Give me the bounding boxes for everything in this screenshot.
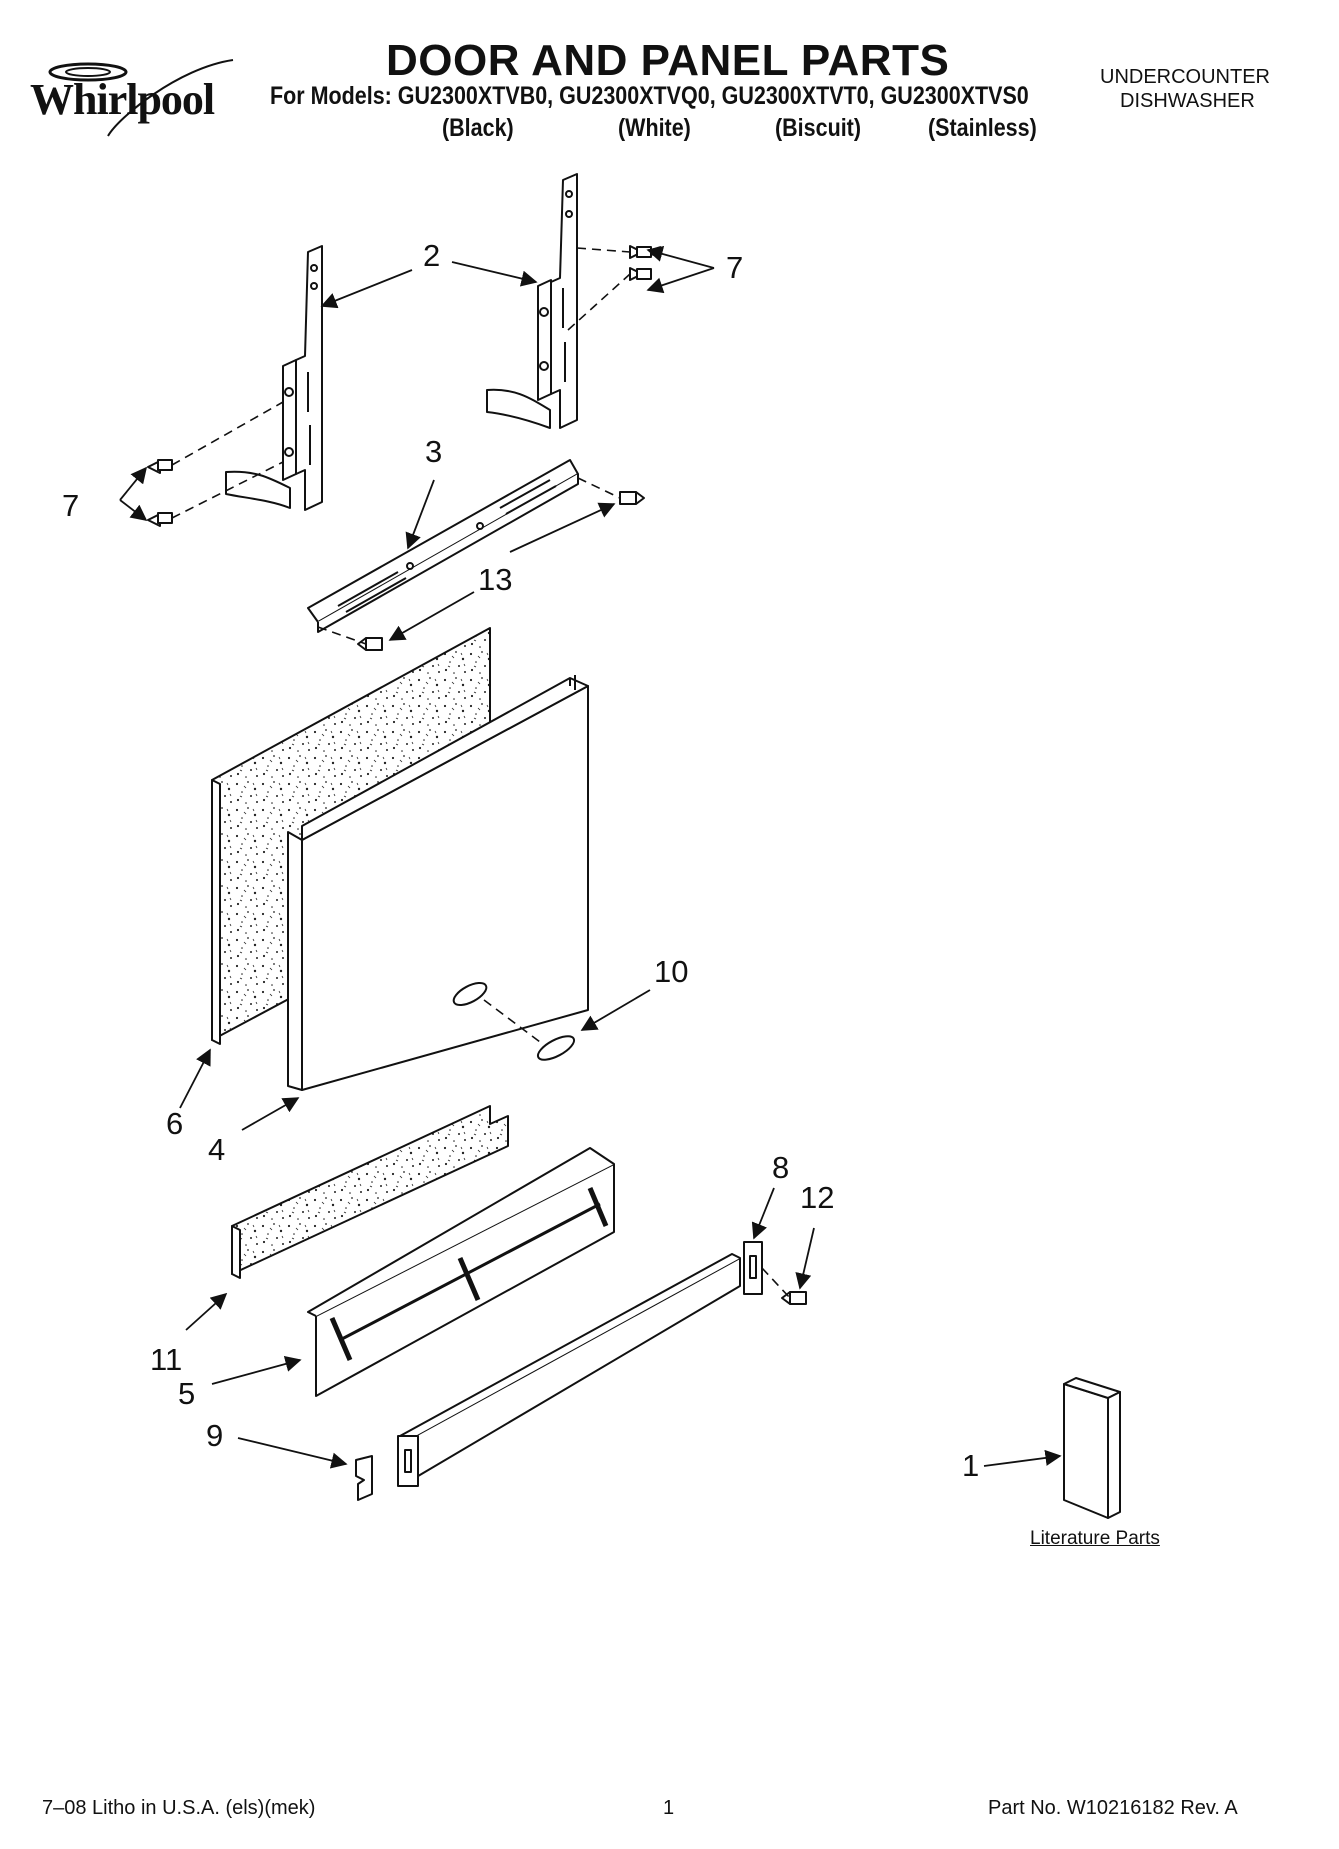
toe-insulation-strip (231, 1105, 509, 1279)
screw-7-left-lower (147, 512, 173, 527)
callout-1: 1 (962, 1448, 980, 1483)
appliance-type-line2: DISHWASHER (1120, 90, 1255, 112)
models-line: For Models: GU2300XTVB0, GU2300XTVQ0, GU… (270, 82, 1029, 110)
callout-6: 6 (166, 1106, 184, 1141)
footer-litho: 7–08 Litho in U.S.A. (els)(mek) (42, 1797, 316, 1819)
whirlpool-swoosh-logo (48, 59, 234, 137)
color-black: (Black) (442, 114, 514, 142)
callout-7-right: 7 (726, 250, 744, 285)
callout-12: 12 (800, 1180, 835, 1215)
screw-13-right (619, 491, 645, 505)
page-number: 1 (663, 1797, 675, 1819)
door-label-oval (536, 1035, 576, 1061)
screw-7-right-lower (629, 267, 652, 281)
door-brace (307, 459, 579, 633)
screw-13-left (357, 637, 383, 651)
literature-booklet (1063, 1377, 1121, 1519)
mounting-clip (355, 1455, 373, 1501)
callout-13: 13 (478, 562, 513, 597)
callout-4: 4 (208, 1132, 226, 1167)
page-title: DOOR AND PANEL PARTS (386, 36, 950, 85)
color-white: (White) (618, 114, 691, 142)
callout-3: 3 (425, 434, 443, 469)
kick-plate (397, 1241, 763, 1487)
part-number: Part No. W10216182 Rev. A (988, 1797, 1238, 1819)
callout-8: 8 (772, 1150, 790, 1185)
callout-9: 9 (206, 1418, 224, 1453)
screw-7-left-upper (147, 459, 173, 474)
toe-panel (307, 1147, 615, 1397)
callout-11: 11 (150, 1342, 183, 1377)
callout-7-left: 7 (62, 488, 80, 523)
hinge-bracket-right (486, 173, 578, 429)
color-stainless: (Stainless) (928, 114, 1037, 142)
literature-parts-label: Literature Parts (1030, 1528, 1160, 1549)
callout-5: 5 (178, 1376, 196, 1411)
door-label-oval-on-panel (452, 981, 488, 1007)
color-biscuit: (Biscuit) (775, 114, 861, 142)
callout-2: 2 (423, 238, 441, 273)
hinge-bracket-left (225, 245, 323, 511)
brand-logo: Whirlpool (30, 75, 215, 124)
appliance-type-line1: UNDERCOUNTER (1100, 66, 1270, 88)
callout-10: 10 (654, 954, 689, 989)
outer-door-panel (287, 675, 589, 1091)
